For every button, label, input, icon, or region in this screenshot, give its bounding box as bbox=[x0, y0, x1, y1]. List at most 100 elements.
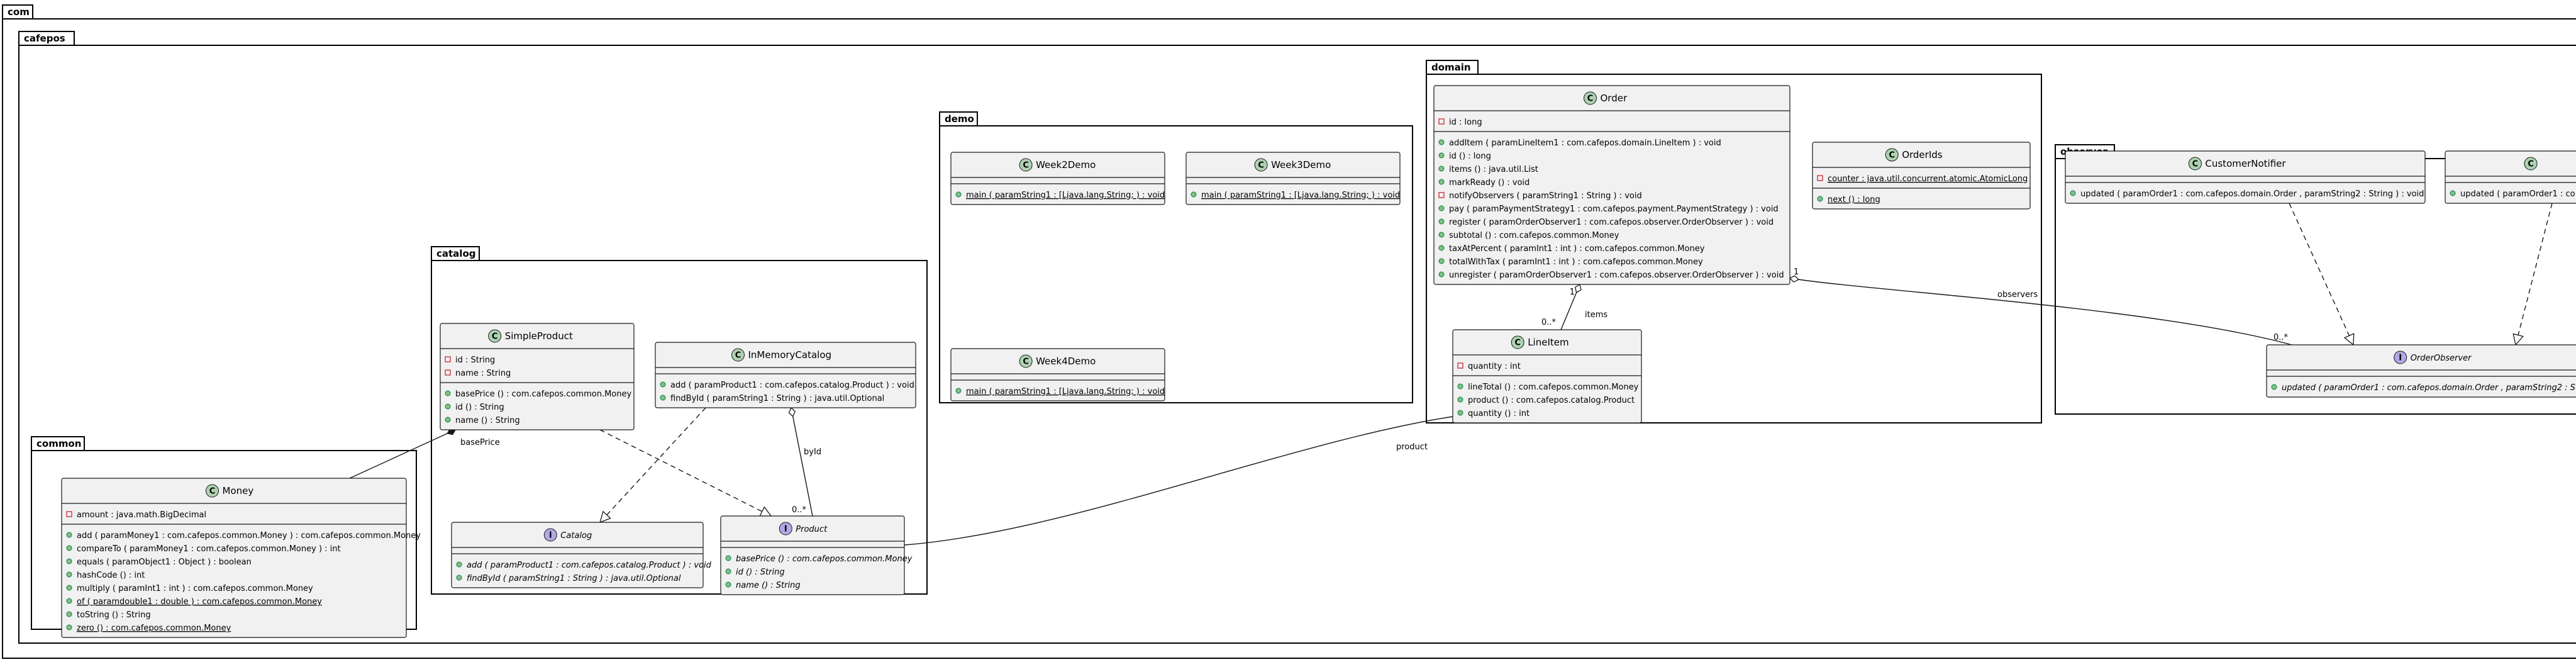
relation-label: basePrice bbox=[460, 438, 500, 447]
class-box bbox=[720, 515, 905, 595]
class-name: Catalog bbox=[560, 531, 592, 541]
relation-label: items bbox=[1585, 310, 1607, 320]
class-box bbox=[1185, 152, 1401, 205]
class-order[interactable]: C Order id : long addItem ( paramLineItem1 … bbox=[1433, 85, 1790, 285]
public-visibility-icon bbox=[1438, 258, 1445, 264]
public-visibility-icon bbox=[66, 624, 72, 631]
public-visibility-icon bbox=[1438, 205, 1445, 211]
public-visibility-icon bbox=[456, 561, 462, 568]
class-method: items () : java.util.List bbox=[1449, 165, 1538, 174]
class-name: CustomerNotifier bbox=[2205, 158, 2286, 169]
class-orderobserver[interactable]: I OrderObserver updated ( paramOrder1 : co… bbox=[2266, 344, 2576, 398]
private-visibility-icon bbox=[445, 356, 451, 362]
class-method: basePrice () : com.cafepos.common.Money bbox=[736, 554, 913, 564]
interface-stereotype-icon: I bbox=[543, 528, 557, 542]
realization-arrow-icon bbox=[2343, 333, 2355, 346]
class-method: taxAtPercent ( paramInt1 : int ) : com.c… bbox=[1449, 244, 1705, 254]
class-method: subtotal () : com.cafepos.common.Money bbox=[1449, 231, 1619, 240]
public-visibility-icon bbox=[66, 585, 72, 591]
multiplicity-label: 1 bbox=[1794, 267, 1799, 277]
class-name: Order bbox=[1601, 93, 1628, 104]
package-name: common bbox=[36, 438, 81, 449]
relation-simpleproduct-product bbox=[599, 429, 772, 517]
class-method: addItem ( paramLineItem1 : com.cafepos.d… bbox=[1449, 138, 1721, 148]
public-visibility-icon bbox=[2450, 190, 2456, 196]
class-method: updated ( paramOrder1 : com.cafepos.doma… bbox=[2080, 189, 2424, 199]
svg-text:C: C bbox=[1889, 151, 1895, 160]
class-field: quantity : int bbox=[1468, 362, 1521, 371]
svg-text:C: C bbox=[1023, 161, 1029, 171]
class-field: amount : java.math.BigDecimal bbox=[77, 510, 206, 520]
public-visibility-icon bbox=[1457, 383, 1463, 390]
class-method: notifyObservers ( paramString1 : String … bbox=[1449, 191, 1642, 201]
class-method: name () : String bbox=[455, 416, 520, 425]
svg-text:I: I bbox=[2399, 354, 2402, 363]
private-visibility-icon bbox=[1817, 175, 1823, 181]
class-name: SimpleProduct bbox=[505, 330, 573, 342]
class-method: compareTo ( paramMoney1 : com.cafepos.co… bbox=[77, 544, 341, 554]
class-stereotype-icon: C bbox=[1254, 158, 1268, 172]
public-visibility-icon bbox=[2070, 190, 2076, 196]
public-visibility-icon bbox=[445, 390, 451, 396]
svg-text:C: C bbox=[209, 487, 216, 496]
svg-text:I: I bbox=[549, 531, 552, 541]
aggregation-diamond-icon bbox=[1789, 275, 1799, 283]
relation-label: observers bbox=[1997, 290, 2038, 300]
class-method: unregister ( paramOrderObserver1 : com.c… bbox=[1449, 271, 1784, 280]
private-visibility-icon bbox=[445, 369, 451, 376]
class-stereotype-icon: C bbox=[1019, 354, 1033, 368]
relation-inmemorycatalog-product bbox=[791, 407, 813, 517]
class-method: id () : String bbox=[455, 403, 504, 412]
public-visibility-icon bbox=[660, 395, 666, 401]
class-method: basePrice () : com.cafepos.common.Money bbox=[455, 390, 631, 399]
class-stereotype-icon: C bbox=[488, 329, 502, 343]
class-method: quantity () : int bbox=[1468, 409, 1530, 418]
relation-label: product bbox=[1396, 442, 1428, 452]
private-visibility-icon bbox=[1438, 118, 1445, 125]
class-name: Week2Demo bbox=[1036, 159, 1096, 171]
public-visibility-icon bbox=[660, 381, 666, 388]
class-box bbox=[950, 348, 1165, 401]
class-name: InMemoryCatalog bbox=[748, 349, 832, 361]
relation-observer2-orderobserver bbox=[2515, 203, 2553, 345]
class-method: next () : long bbox=[1828, 195, 1880, 205]
public-visibility-icon bbox=[66, 571, 72, 578]
class-method: name () : String bbox=[736, 581, 801, 590]
package-name: com bbox=[8, 6, 30, 18]
class-field: id : long bbox=[1449, 118, 1482, 127]
public-visibility-icon bbox=[1438, 245, 1445, 251]
package-name: cafepos bbox=[24, 33, 65, 44]
public-visibility-icon bbox=[66, 545, 72, 551]
class-name: Week4Demo bbox=[1036, 356, 1096, 367]
public-visibility-icon bbox=[1438, 179, 1445, 185]
class-box bbox=[2445, 150, 2576, 204]
public-visibility-icon bbox=[1438, 271, 1445, 278]
public-visibility-icon bbox=[725, 555, 731, 561]
class-name: OrderIds bbox=[1902, 149, 1943, 160]
class-name: OrderObserver bbox=[2411, 354, 2472, 363]
class-method: of ( paramdouble1 : double ) : com.cafep… bbox=[77, 597, 322, 607]
package-name: catalog bbox=[436, 248, 476, 259]
public-visibility-icon bbox=[1438, 152, 1445, 159]
class-stereotype-icon: C bbox=[206, 484, 219, 498]
class-box bbox=[61, 478, 407, 638]
class-stereotype-icon: C bbox=[1511, 335, 1524, 349]
class-method: toString () : String bbox=[77, 610, 151, 620]
class-method: updated ( paramOrder1 : co bbox=[2460, 189, 2575, 199]
class-name: Week3Demo bbox=[1271, 159, 1331, 171]
class-method: updated ( paramOrder1 : com.cafepos.doma… bbox=[2282, 383, 2576, 393]
svg-text:C: C bbox=[1587, 94, 1594, 104]
class-field: name : String bbox=[455, 369, 511, 378]
